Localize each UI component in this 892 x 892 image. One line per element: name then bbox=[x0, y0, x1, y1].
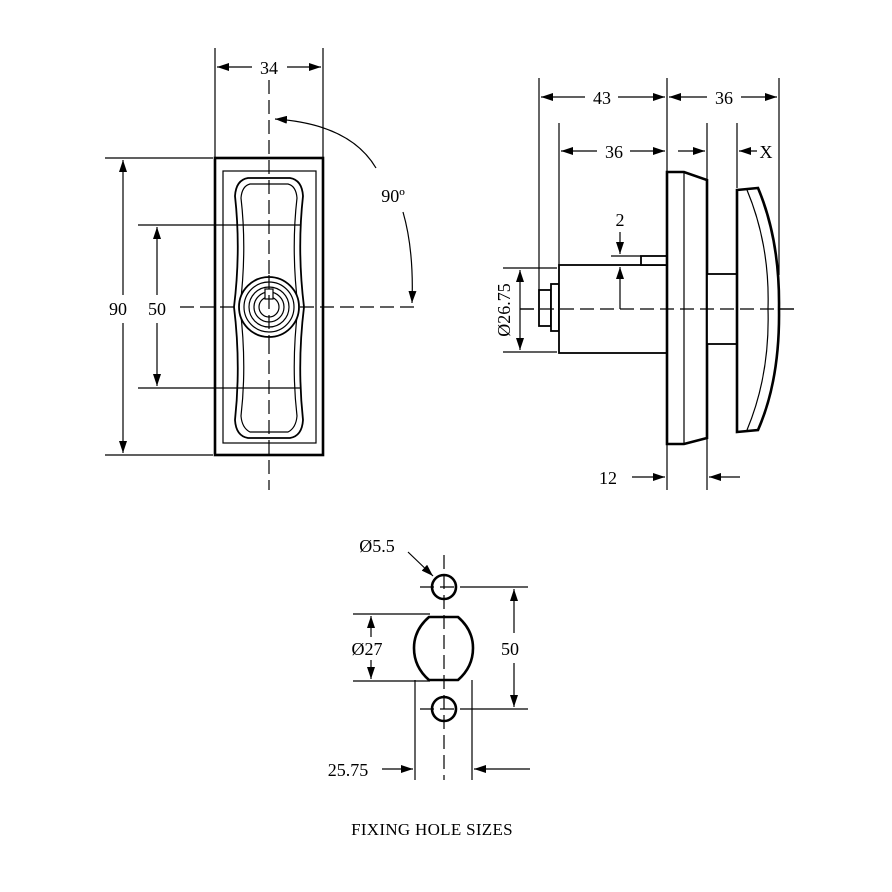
tab-height-dim: 2 bbox=[616, 210, 625, 230]
handle-side bbox=[735, 186, 781, 434]
side-body-dim: 36 bbox=[605, 142, 623, 162]
large-hole-dim: Ø27 bbox=[352, 639, 383, 659]
front-height-dim: 90 bbox=[109, 299, 127, 319]
front-handle-dim: 50 bbox=[148, 299, 166, 319]
cutout-width-dim: 25.75 bbox=[328, 760, 369, 780]
t-handle bbox=[233, 177, 305, 439]
side-overall-dim: 43 bbox=[593, 88, 611, 108]
front-width-dim: 34 bbox=[260, 58, 278, 78]
barrel-cutout bbox=[412, 615, 475, 682]
fixing-holes-view: Ø5.5 50 Ø27 25.75 FIXING HOLE SIZES bbox=[328, 536, 530, 839]
side-view: 43 36 36 X 2 bbox=[494, 78, 795, 490]
cam-stub bbox=[538, 289, 552, 327]
escutcheon-plate bbox=[213, 156, 325, 457]
barrel-diameter-dim: Ø26.75 bbox=[494, 283, 514, 337]
side-right-dim: 36 bbox=[715, 88, 733, 108]
flange bbox=[665, 170, 709, 446]
x-dim: X bbox=[760, 142, 773, 162]
fixing-holes-caption: FIXING HOLE SIZES bbox=[351, 820, 513, 839]
flange-thickness-dim: 12 bbox=[599, 468, 617, 488]
hole-spacing-dim: 50 bbox=[501, 639, 519, 659]
rotation-angle-dim: 90º bbox=[381, 186, 405, 206]
front-view: 34 90 50 bbox=[105, 48, 420, 490]
small-hole-dim: Ø5.5 bbox=[359, 536, 395, 556]
